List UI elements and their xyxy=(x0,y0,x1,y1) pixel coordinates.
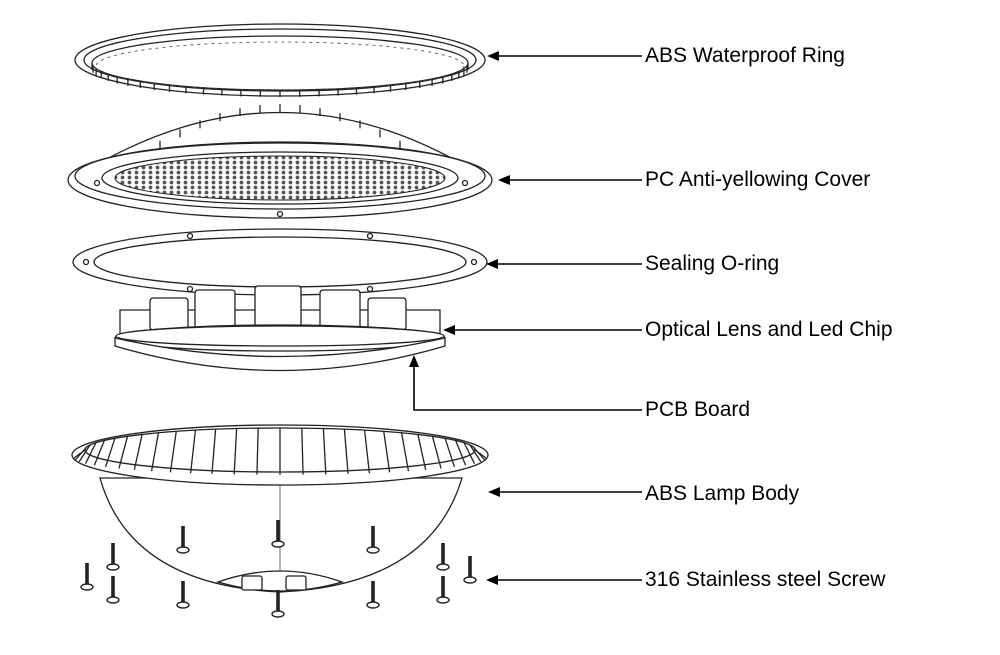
callout-pc-anti-yellowing-cover: PC Anti-yellowing Cover xyxy=(498,168,870,191)
arrow-head-icon xyxy=(487,51,499,61)
screw-icon xyxy=(436,543,450,571)
callout-label: 316 Stainless steel Screw xyxy=(645,568,886,591)
callout-sealing-o-ring: Sealing O-ring xyxy=(486,252,779,275)
screw-icon xyxy=(176,526,190,554)
callout-optical-lens-led-chip: Optical Lens and Led Chip xyxy=(443,318,893,341)
callout-label: ABS Lamp Body xyxy=(645,482,800,505)
callout-pcb-board: PCB Board xyxy=(409,355,750,421)
callout-label: PC Anti-yellowing Cover xyxy=(645,168,870,191)
callout-abs-waterproof-ring: ABS Waterproof Ring xyxy=(487,44,845,67)
screw-icon xyxy=(271,520,285,548)
arrow-head-icon xyxy=(498,175,510,185)
arrow-head-icon xyxy=(443,325,455,335)
screw-icon xyxy=(106,543,120,571)
callout-label: Optical Lens and Led Chip xyxy=(645,318,893,341)
leader-line xyxy=(413,367,642,411)
screws-group xyxy=(80,520,477,618)
sealing-o-ring-part xyxy=(72,228,488,296)
callout-label: Sealing O-ring xyxy=(645,252,779,275)
screw-icon xyxy=(463,556,477,584)
waterproof-ring-part xyxy=(74,23,486,97)
screw-icon xyxy=(271,590,285,618)
callout-label: PCB Board xyxy=(645,398,750,421)
lamp-body-part xyxy=(71,424,489,593)
screw-icon xyxy=(366,581,380,609)
screw-icon xyxy=(176,581,190,609)
screw-icon xyxy=(106,576,120,604)
callout-label: ABS Waterproof Ring xyxy=(645,44,845,67)
callout-abs-lamp-body: ABS Lamp Body xyxy=(488,482,800,505)
callout-stainless-steel-screw: 316 Stainless steel Screw xyxy=(486,568,886,591)
arrow-head-icon xyxy=(409,355,419,367)
arrow-head-icon xyxy=(488,487,500,497)
pc-cover-part xyxy=(67,104,493,219)
arrow-head-icon xyxy=(486,259,498,269)
screw-icon xyxy=(366,526,380,554)
arrow-head-icon xyxy=(486,575,498,585)
screw-icon xyxy=(80,563,94,591)
lens-and-pcb-part xyxy=(114,285,446,372)
screw-icon xyxy=(436,576,450,604)
